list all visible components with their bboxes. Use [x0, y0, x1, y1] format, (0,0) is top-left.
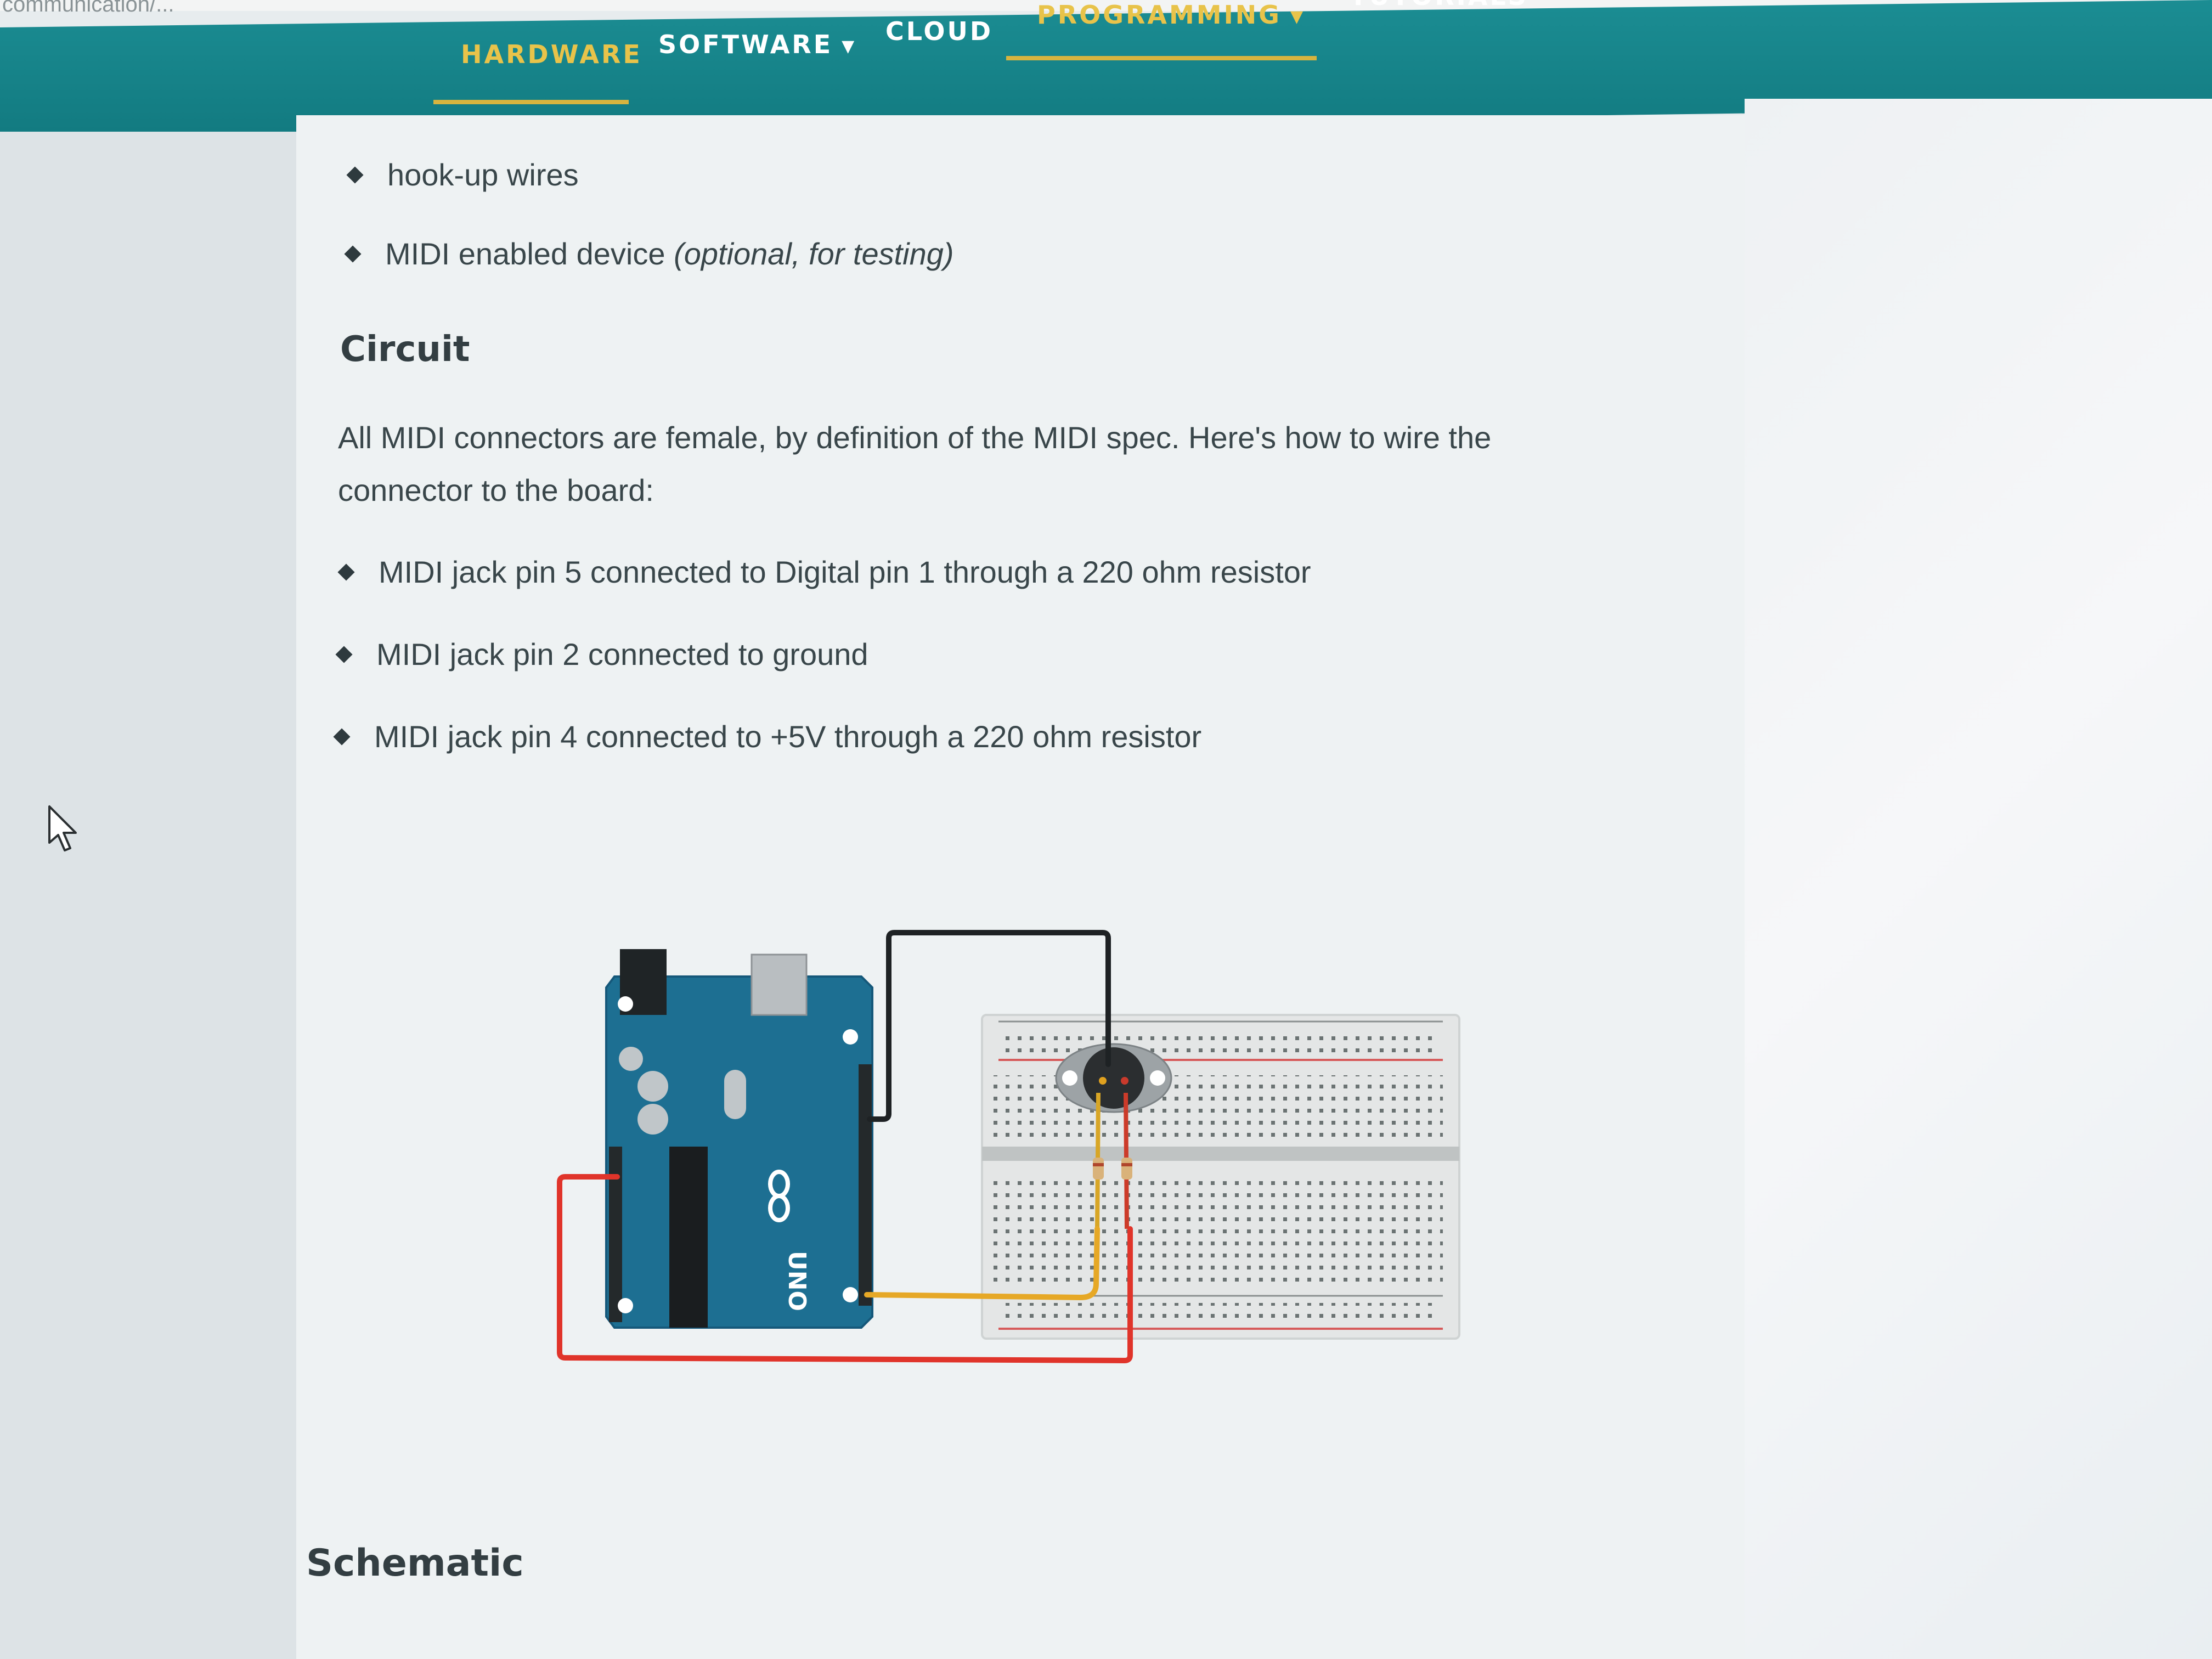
signal-wire [864, 1226, 1100, 1300]
list-item-text: MIDI jack pin 2 connected to ground [376, 637, 868, 672]
power-wire [557, 1174, 1133, 1363]
schematic-heading: Schematic [306, 1542, 524, 1585]
wires [557, 930, 1133, 1363]
nav-software-label: SOFTWARE [658, 30, 833, 59]
board-label: UNO [783, 1251, 811, 1311]
ground-wire [867, 930, 1111, 1122]
chevron-down-icon: ▼ [1290, 7, 1306, 26]
nav-tutorials-label: TUTORIALS [1350, 0, 1528, 11]
circuit-intro: All MIDI connectors are female, by defin… [338, 420, 1492, 507]
nav-programming-label: PROGRAMMING [1037, 0, 1282, 30]
chevron-down-icon: ▼ [842, 37, 857, 56]
nav-tutorials[interactable]: TUTORIALS [1350, 0, 1528, 11]
article-content [296, 115, 1745, 1659]
list-item-text: MIDI jack pin 5 connected to Digital pin… [379, 555, 1311, 589]
nav-software[interactable]: SOFTWARE ▼ [658, 30, 856, 59]
circuit-diagram: UNO [557, 930, 1460, 1363]
nav-cloud[interactable]: CLOUD [885, 16, 993, 46]
nav-hardware-label: HARDWARE [461, 40, 642, 69]
arduino-infinity-logo-icon [768, 1170, 790, 1222]
nav-cloud-label: CLOUD [885, 16, 994, 46]
list-item-text: hook-up wires [387, 157, 579, 192]
circuit-heading: Circuit [340, 329, 470, 370]
nav-hardware-underline [433, 100, 629, 104]
midi-jack [1055, 1043, 1172, 1113]
nav-programming[interactable]: PROGRAMMING ▼ [1037, 0, 1305, 30]
arduino-uno-board: UNO [605, 949, 873, 1329]
nav-programming-underline [1006, 56, 1317, 60]
breadboard [981, 1014, 1460, 1340]
nav-hardware[interactable]: HARDWARE [461, 40, 642, 69]
left-sidebar [0, 132, 296, 1659]
resistors [1093, 1092, 1132, 1229]
mouse-pointer-icon [48, 805, 77, 851]
list-item-main: MIDI enabled device [385, 236, 674, 271]
url-fragment: communication/... [2, 0, 174, 16]
list-item-text: MIDI jack pin 4 connected to +5V through… [374, 719, 1202, 754]
list-item-text: MIDI enabled device (optional, for testi… [385, 236, 954, 272]
list-item-note: (optional, for testing) [674, 236, 954, 271]
right-margin [1745, 99, 2212, 1659]
